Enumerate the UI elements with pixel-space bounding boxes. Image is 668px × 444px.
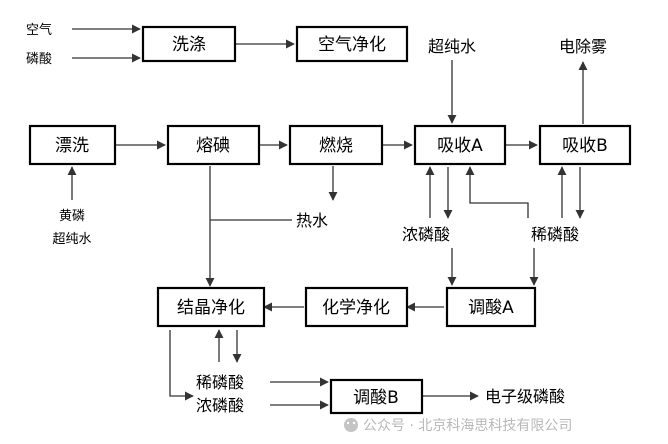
wechat-icon — [344, 418, 358, 432]
label-electronic-grade-acid: 电子级磷酸 — [485, 387, 565, 406]
flow-edges — [67, 24, 588, 410]
node-air-purify: 空气净化 — [295, 25, 409, 63]
label-phosphoric-acid-in: 磷酸 — [26, 52, 52, 67]
node-label-chem-purify: 化学净化 — [322, 298, 390, 318]
label-conc-acid-mid: 浓磷酸 — [402, 225, 450, 244]
node-burn: 燃烧 — [288, 124, 384, 166]
node-label-air-purify: 空气净化 — [318, 35, 386, 55]
watermark: 公众号 · 北京科海思科技有限公司 — [344, 418, 572, 434]
label-hot-water: 热水 — [296, 211, 328, 230]
watermark-text: 公众号 · 北京科海思科技有限公司 — [363, 418, 572, 434]
node-label-rinse: 漂洗 — [55, 136, 89, 156]
node-adjust-acid-a: 调酸A — [445, 286, 537, 328]
node-absorb-a: 吸收A — [413, 124, 507, 166]
label-conc-acid-bottom: 浓磷酸 — [196, 396, 244, 415]
node-chem-purify: 化学净化 — [304, 286, 409, 328]
label-ultrapure-water-top: 超纯水 — [428, 37, 476, 56]
label-yellow-phosphorus: 黄磷 — [59, 209, 85, 224]
flow-labels: 空气 磷酸 超纯水 电除雾 热水 浓磷酸 稀磷酸 黄磷 超纯水 稀磷酸 浓磷酸 … — [26, 22, 607, 415]
node-label-adjust-acid-a: 调酸A — [468, 298, 514, 318]
label-electric-demister: 电除雾 — [559, 37, 607, 56]
node-label-burn: 燃烧 — [319, 136, 353, 156]
node-adjust-acid-b: 调酸B — [329, 378, 424, 415]
label-air: 空气 — [26, 22, 52, 38]
label-ultrapure-water-bottom: 超纯水 — [52, 232, 91, 247]
node-label-melt: 熔碘 — [196, 136, 230, 156]
node-rinse: 漂洗 — [28, 124, 117, 166]
node-wash: 洗涤 — [141, 25, 237, 63]
node-label-crystal-purify: 结晶净化 — [177, 298, 245, 318]
edge-dilute-to-absorb-a — [465, 166, 529, 218]
node-label-adjust-acid-b: 调酸B — [353, 388, 399, 408]
label-dilute-acid-mid: 稀磷酸 — [531, 225, 579, 244]
node-label-wash: 洗涤 — [172, 35, 206, 55]
label-dilute-acid-bottom: 稀磷酸 — [196, 373, 244, 392]
node-crystal-purify: 结晶净化 — [156, 286, 266, 328]
node-absorb-b: 吸收B — [538, 124, 632, 166]
node-melt: 熔碘 — [166, 124, 261, 166]
node-label-absorb-a: 吸收A — [437, 136, 483, 156]
edge-crystal-to-conc — [169, 330, 194, 401]
node-label-absorb-b: 吸收B — [562, 136, 608, 156]
